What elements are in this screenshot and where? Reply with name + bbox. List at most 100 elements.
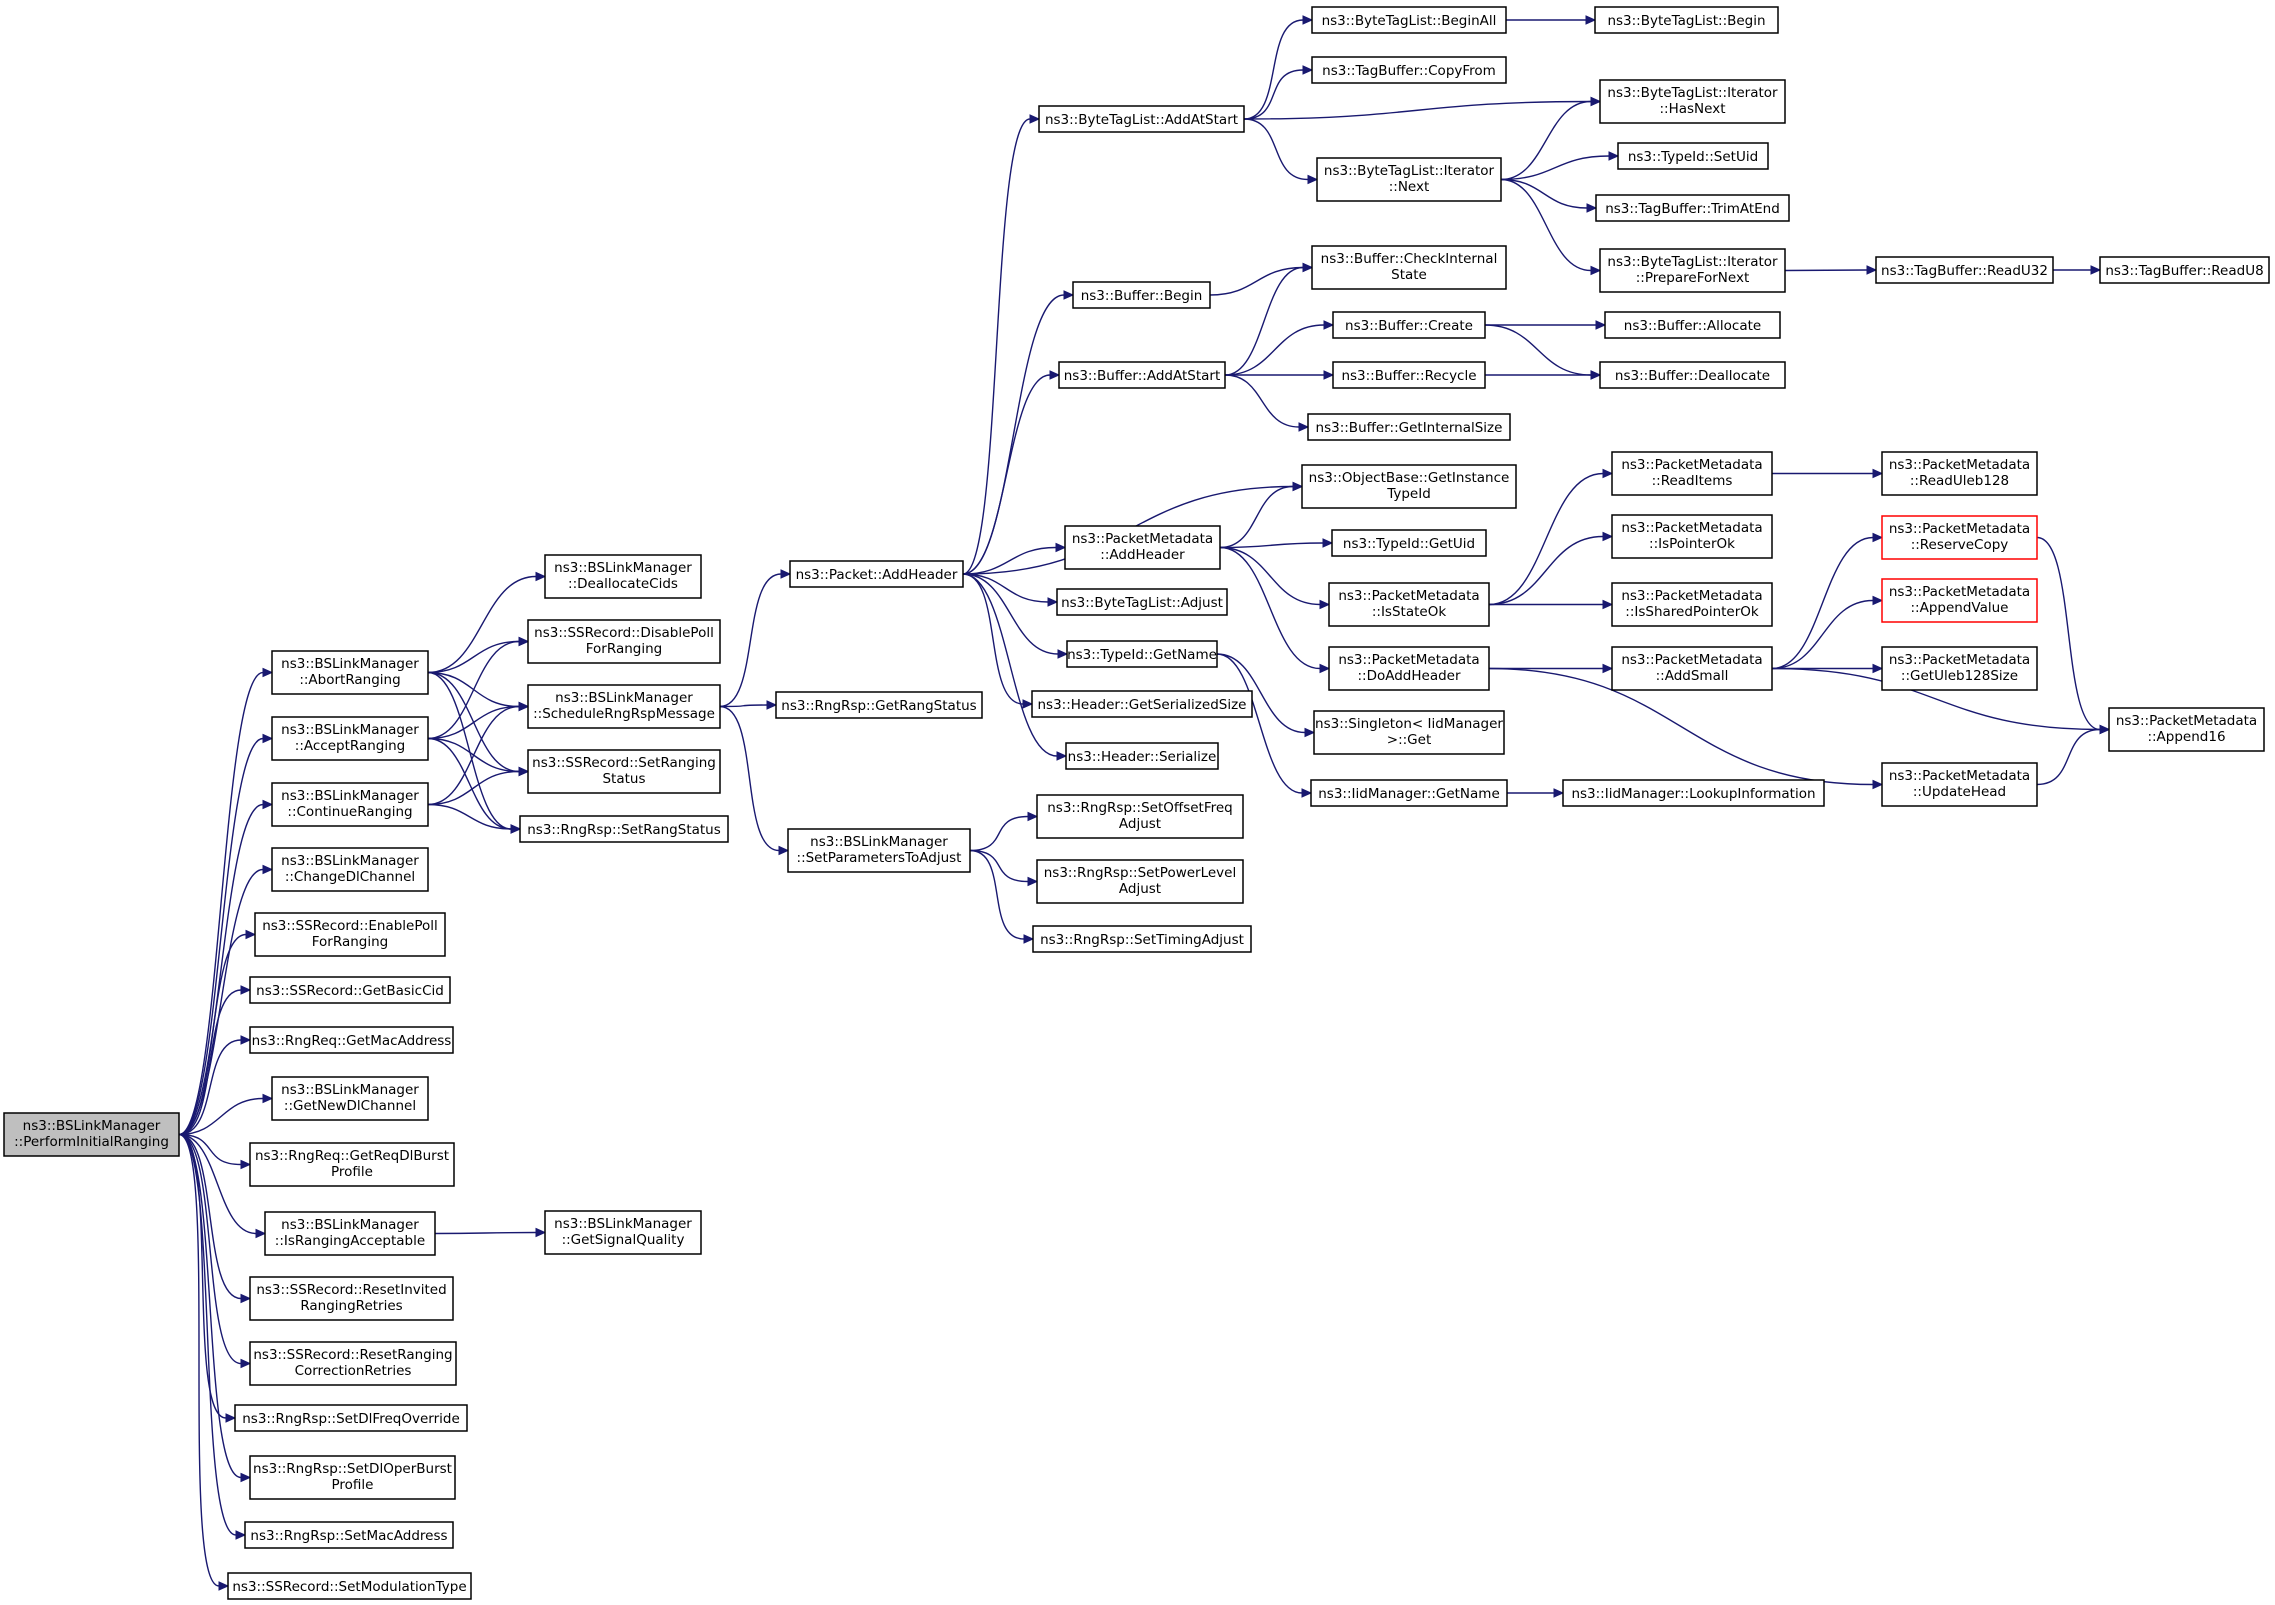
node-pm-doaddheader[interactable]: ns3::PacketMetadata::DoAddHeader (1328, 646, 1490, 691)
node-pm-issharedptr[interactable]: ns3::PacketMetadata::IsSharedPointerOk (1611, 582, 1773, 627)
node-setmodtype[interactable]: ns3::SSRecord::SetModulationType (227, 1572, 472, 1600)
node-pm-isstateok[interactable]: ns3::PacketMetadata::IsStateOk (1328, 582, 1490, 627)
node-buf-deallocate[interactable]: ns3::Buffer::Deallocate (1599, 361, 1786, 389)
node-schedulerng[interactable]: ns3::BSLinkManager::ScheduleRngRspMessag… (527, 684, 721, 729)
node-pm-reservecopy[interactable]: ns3::PacketMetadata::ReserveCopy (1881, 515, 2038, 560)
node-box (1065, 742, 1219, 770)
node-box (1611, 514, 1773, 559)
arrowhead-icon (240, 1358, 252, 1369)
edge-root-to-resetranging (178, 1133, 252, 1369)
node-buf-getintsize[interactable]: ns3::Buffer::GetInternalSize (1307, 413, 1511, 441)
node-label: ns3::BSLinkManager (281, 1082, 419, 1098)
node-buf-addatstart[interactable]: ns3::Buffer::AddAtStart (1058, 361, 1226, 389)
node-getrangstatus[interactable]: ns3::RngRsp::GetRangStatus (775, 691, 983, 719)
node-pm-addheader[interactable]: ns3::PacketMetadata::AddHeader (1064, 525, 1221, 570)
node-hdr-serialize[interactable]: ns3::Header::Serialize (1065, 742, 1219, 770)
arrowhead-icon (1323, 370, 1335, 380)
node-box (544, 1210, 702, 1255)
arrowhead-icon (518, 701, 530, 712)
edge-iid_getname-to-iid_lookup (1507, 788, 1565, 798)
node-btli-prepare[interactable]: ns3::ByteTagList::Iterator::PrepareForNe… (1599, 248, 1786, 293)
node-buf-create[interactable]: ns3::Buffer::Create (1332, 311, 1486, 339)
node-typeid-getuid[interactable]: ns3::TypeId::GetUid (1331, 529, 1487, 557)
node-singleton-get[interactable]: ns3::Singleton< IidManager>::Get (1313, 710, 1505, 755)
node-btli-hasnext[interactable]: ns3::ByteTagList::Iterator::HasNext (1599, 79, 1786, 124)
node-continue[interactable]: ns3::BSLinkManager::ContinueRanging (271, 782, 429, 827)
node-pm-getuleb[interactable]: ns3::PacketMetadata::GetUleb128Size (1881, 646, 2038, 691)
node-resetranging[interactable]: ns3::SSRecord::ResetRangingCorrectionRet… (249, 1341, 457, 1386)
node-resetinvited[interactable]: ns3::SSRecord::ResetInvitedRangingRetrie… (249, 1276, 454, 1321)
node-buf-allocate[interactable]: ns3::Buffer::Allocate (1604, 311, 1781, 339)
node-changedl[interactable]: ns3::BSLinkManager::ChangeDlChannel (271, 847, 429, 892)
node-tb-readu8[interactable]: ns3::TagBuffer::ReadU8 (2099, 256, 2270, 284)
node-pm-ispointerok[interactable]: ns3::PacketMetadata::IsPointerOk (1611, 514, 1773, 559)
node-box (271, 716, 429, 761)
node-label: ns3::SSRecord::SetModulationType (232, 1579, 466, 1595)
node-pm-readuleb[interactable]: ns3::PacketMetadata::ReadUleb128 (1881, 451, 2038, 496)
node-label: ::ReserveCopy (1911, 537, 2009, 553)
node-hdr-getsize[interactable]: ns3::Header::GetSerializedSize (1031, 690, 1253, 718)
node-box (527, 749, 721, 794)
node-btl-beginall[interactable]: ns3::ByteTagList::BeginAll (1311, 6, 1507, 34)
node-buf-recycle[interactable]: ns3::Buffer::Recycle (1332, 361, 1486, 389)
edge-line (1219, 546, 1321, 606)
node-box (271, 650, 429, 695)
node-label: ::DeallocateCids (568, 576, 678, 592)
node-root[interactable]: ns3::BSLinkManager::PerformInitialRangin… (3, 1112, 180, 1157)
node-label: ns3::IidManager::GetName (1318, 786, 1500, 802)
node-getsignal[interactable]: ns3::BSLinkManager::GetSignalQuality (544, 1210, 702, 1255)
arrowhead-icon (510, 824, 522, 834)
node-btli-next[interactable]: ns3::ByteTagList::Iterator::Next (1316, 157, 1502, 202)
arrowhead-icon (1302, 65, 1314, 75)
node-pm-updatehead[interactable]: ns3::PacketMetadata::UpdateHead (1881, 762, 2038, 807)
node-pm-addsmall[interactable]: ns3::PacketMetadata::AddSmall (1611, 646, 1773, 691)
node-accept[interactable]: ns3::BSLinkManager::AcceptRanging (271, 716, 429, 761)
node-pm-appendvalue[interactable]: ns3::PacketMetadata::AppendValue (1881, 578, 2038, 623)
node-btl-adjust[interactable]: ns3::ByteTagList::Adjust (1056, 588, 1228, 616)
node-settiming[interactable]: ns3::RngRsp::SetTimingAdjust (1032, 925, 1252, 953)
node-pm-append16[interactable]: ns3::PacketMetadata::Append16 (2108, 707, 2265, 752)
node-btl-begin[interactable]: ns3::ByteTagList::Begin (1594, 6, 1779, 34)
node-buf-begin[interactable]: ns3::Buffer::Begin (1072, 281, 1211, 309)
edge-line (719, 704, 768, 708)
node-box (1072, 281, 1211, 309)
node-tb-copyfrom[interactable]: ns3::TagBuffer::CopyFrom (1311, 56, 1507, 84)
node-setparams[interactable]: ns3::BSLinkManager::SetParametersToAdjus… (787, 828, 971, 873)
node-btl-addatstart[interactable]: ns3::ByteTagList::AddAtStart (1038, 105, 1245, 133)
node-iid-lookup[interactable]: ns3::IidManager::LookupInformation (1562, 779, 1825, 807)
node-box (1332, 361, 1486, 389)
node-box (271, 1076, 429, 1121)
node-typeid-setuid[interactable]: ns3::TypeId::SetUid (1617, 142, 1769, 170)
node-box (1875, 256, 2054, 284)
node-iid-getname[interactable]: ns3::IidManager::GetName (1310, 779, 1508, 807)
node-typeid-getname[interactable]: ns3::TypeId::GetName (1066, 640, 1218, 668)
node-setrangstatus[interactable]: ns3::RngRsp::SetRangStatus (519, 815, 729, 843)
node-tb-readu32[interactable]: ns3::TagBuffer::ReadU32 (1875, 256, 2054, 284)
edge-line (178, 737, 264, 1136)
edge-line (962, 573, 1059, 655)
node-dealloccids[interactable]: ns3::BSLinkManager::DeallocateCids (544, 554, 702, 599)
node-pm-readitems[interactable]: ns3::PacketMetadata::ReadItems (1611, 451, 1773, 496)
node-abort[interactable]: ns3::BSLinkManager::AbortRanging (271, 650, 429, 695)
edge-root-to-getnewdl (178, 1093, 274, 1136)
node-tb-trimatend[interactable]: ns3::TagBuffer::TrimAtEnd (1595, 194, 1790, 222)
node-getmac[interactable]: ns3::RngReq::GetMacAddress (249, 1026, 454, 1054)
node-getbasiccid[interactable]: ns3::SSRecord::GetBasicCid (249, 976, 451, 1004)
node-getnewdl[interactable]: ns3::BSLinkManager::GetNewDlChannel (271, 1076, 429, 1121)
edge-line (1500, 178, 1592, 272)
node-setdlfreq[interactable]: ns3::RngRsp::SetDlFreqOverride (234, 1404, 468, 1432)
edge-setparams-to-setpower (969, 849, 1039, 887)
node-packetaddheader[interactable]: ns3::Packet::AddHeader (789, 560, 964, 588)
node-label: ns3::Packet::AddHeader (796, 567, 958, 583)
node-setmacaddr[interactable]: ns3::RngRsp::SetMacAddress (244, 1521, 454, 1549)
node-israngingacc[interactable]: ns3::BSLinkManager::IsRangingAcceptable (264, 1211, 436, 1256)
